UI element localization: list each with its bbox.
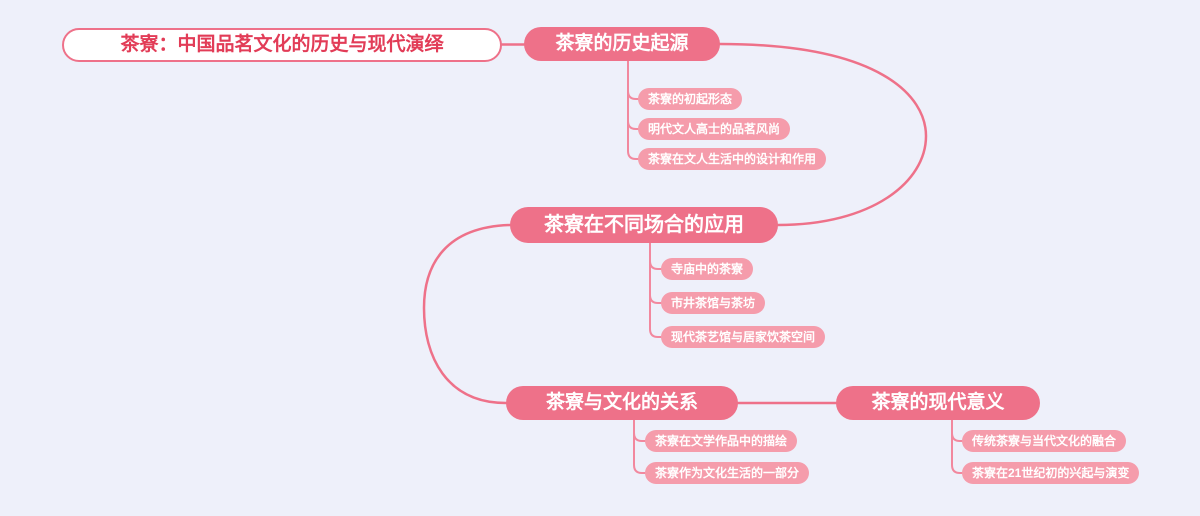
connector-branch-2-children xyxy=(649,242,662,338)
branch-node-history-origin[interactable]: 茶寮的历史起源 xyxy=(524,27,720,61)
child-node[interactable]: 茶寮作为文化生活的一部分 xyxy=(645,462,810,484)
connector-branch-4-children xyxy=(951,419,963,474)
connector-branch-2-to-branch-3 xyxy=(422,223,512,405)
child-node[interactable]: 茶寮在文人生活中的设计和作用 xyxy=(638,148,827,170)
child-node[interactable]: 传统茶寮与当代文化的融合 xyxy=(962,430,1127,452)
connector-branch-1-children xyxy=(627,60,639,160)
connector-branch-1-to-branch-2 xyxy=(718,42,928,227)
branch-node-culture-relation[interactable]: 茶寮与文化的关系 xyxy=(506,386,738,420)
child-node[interactable]: 茶寮的初起形态 xyxy=(638,88,743,110)
mindmap-root-node[interactable]: 茶寮：中国品茗文化的历史与现代演绎 xyxy=(62,28,502,62)
child-node[interactable]: 茶寮在21世纪初的兴起与演变 xyxy=(962,462,1140,484)
branch-node-occasions[interactable]: 茶寮在不同场合的应用 xyxy=(510,207,778,243)
child-node[interactable]: 明代文人高士的品茗风尚 xyxy=(638,118,791,140)
child-node[interactable]: 市井茶馆与茶坊 xyxy=(661,292,766,314)
branch-node-modern-meaning[interactable]: 茶寮的现代意义 xyxy=(836,386,1040,420)
child-node[interactable]: 茶寮在文学作品中的描绘 xyxy=(645,430,798,452)
child-node[interactable]: 现代茶艺馆与居家饮茶空间 xyxy=(661,326,826,348)
connector-branch-3-children xyxy=(633,419,646,474)
child-node[interactable]: 寺庙中的茶寮 xyxy=(661,258,754,280)
